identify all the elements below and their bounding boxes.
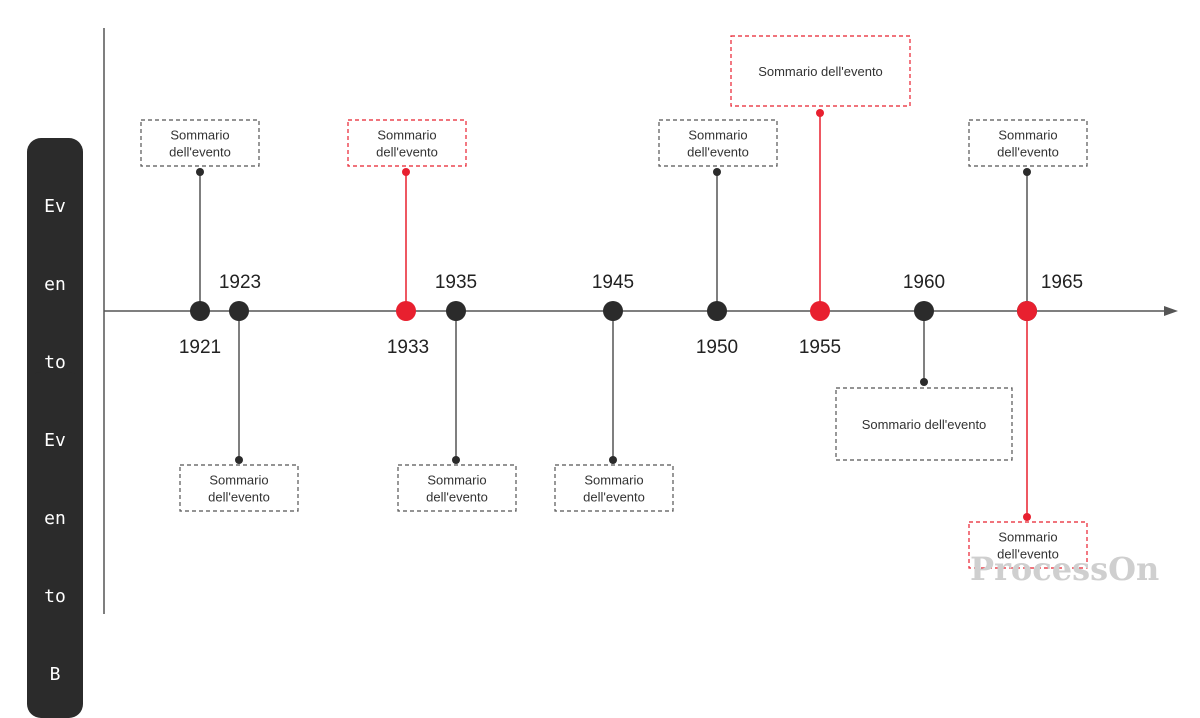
event-summary-text: dell'evento [426,490,488,505]
event-node [190,301,210,321]
event-summary-text: dell'evento [208,490,270,505]
event-connector-dot [452,456,460,464]
event-summary-text: dell'evento [583,490,645,505]
event-connector-dot [609,456,617,464]
event-summary-box [658,119,778,167]
event-connector-dot [196,168,204,176]
event-summary-box [347,119,467,167]
lane-b-text-4: B [49,664,61,685]
event-summary-text: dell'evento [687,145,749,160]
event-summary-text: dell'evento [997,547,1059,562]
event-summary-text: Sommario [377,128,436,143]
event-year-label: 1950 [696,337,738,358]
event-summary-box [730,35,911,107]
event-connector-dot [235,456,243,464]
event-summary-text: Sommario [688,128,747,143]
event-summary-text: dell'evento [376,145,438,160]
axis-arrow-icon [1164,306,1178,316]
event-summary-text: Sommario [584,473,643,488]
event-summary-text: Sommario dell'evento [758,64,883,79]
timeline-diagram: Sommariodell'evento1921Sommariodell'even… [103,28,1178,614]
event-1935-b: Sommario dell'evento 1935 [397,272,517,512]
event-node [914,301,934,321]
event-1945-b: Sommario dell'evento 1945 [554,272,674,512]
event-1955-a: Sommario dell'evento 1955 [730,35,911,358]
event-node [446,301,466,321]
event-year-label: 1965 [1041,272,1083,293]
event-1950-a: Sommario dell'evento 1950 [658,119,778,358]
event-summary-text: Sommario [998,530,1057,545]
event-year-label: 1960 [903,272,945,293]
event-summary-box [140,119,260,167]
event-year-label: 1933 [387,337,429,358]
event-1965-a: Sommario dell'evento 1965 [968,119,1088,321]
lane-b-text-1: Ev [44,430,66,451]
event-summary-text: Sommario [998,128,1057,143]
event-node [603,301,623,321]
event-connector-dot [1023,168,1031,176]
lane-a-text-1: Ev [44,196,66,217]
event-year-label: 1921 [179,337,221,358]
event-connector-dot [1023,513,1031,521]
event-1965-b: Sommario dell'evento [968,301,1088,569]
event-summary-text: Sommario [209,473,268,488]
event-summary-text: Sommario [170,128,229,143]
lane-b-text-3: to [44,586,66,607]
event-connector-dot [713,168,721,176]
event-connector-dot [920,378,928,386]
event-node [229,301,249,321]
event-1921-a: Sommario dell'evento 1921 [140,119,260,358]
event-summary-text: dell'evento [169,145,231,160]
event-1933-a: Sommario dell'evento 1933 [347,119,467,358]
watermark-logo: ProcessOn [970,550,1160,588]
event-node [1017,301,1037,321]
event-summary-box [554,464,674,512]
lane-a-text-3: to [44,352,66,373]
event-connector-dot [816,109,824,117]
event-summary-box [968,521,1088,569]
event-summary-box [968,119,1088,167]
event-summary-text: Sommario dell'evento [862,417,987,432]
event-year-label: 1935 [435,272,477,293]
event-year-label: 1923 [219,272,261,293]
event-year-label: 1955 [799,337,841,358]
event-year-label: 1945 [592,272,634,293]
lane-a-text-2: en [44,274,66,295]
event-connector-dot [402,168,410,176]
lane-b-text-2: en [44,508,66,529]
event-node [396,301,416,321]
event-summary-box [179,464,299,512]
event-summary-text: Sommario [427,473,486,488]
event-summary-box [835,387,1013,461]
event-node [707,301,727,321]
event-1923-b: Sommario dell'evento 1923 [179,272,299,512]
event-node [810,301,830,321]
event-1960-b: Sommario dell'evento 1960 [835,272,1013,461]
event-summary-box [397,464,517,512]
event-summary-text: dell'evento [997,145,1059,160]
